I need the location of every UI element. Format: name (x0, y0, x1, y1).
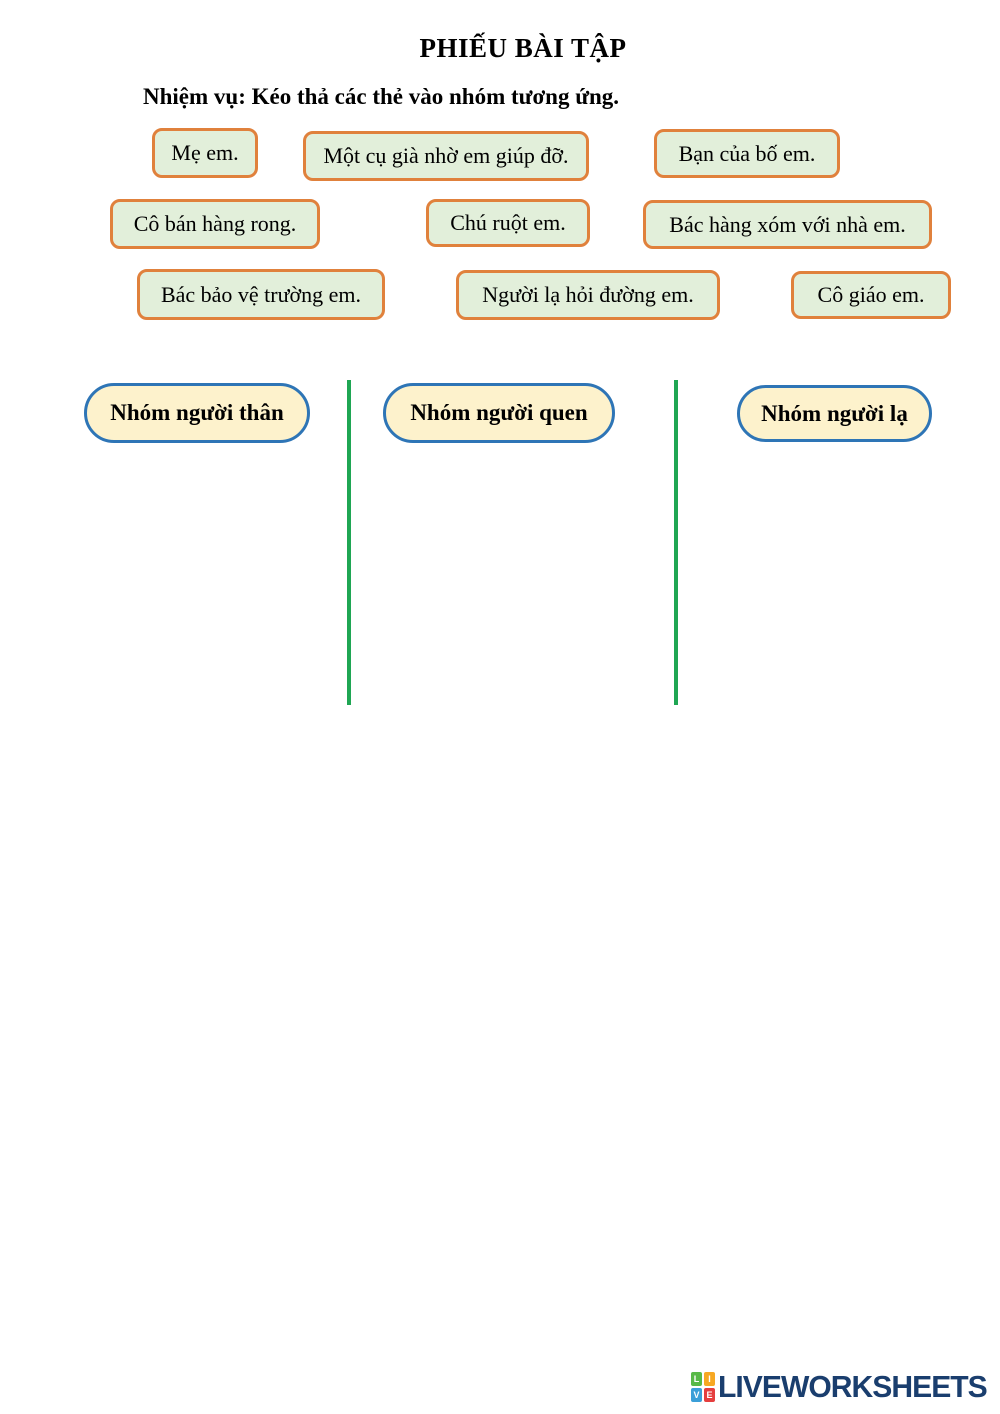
drag-card-mot-cu-gia[interactable]: Một cụ già nhờ em giúp đỡ. (303, 131, 589, 181)
drop-group-nguoi-la[interactable]: Nhóm người lạ (737, 385, 932, 442)
page-title: PHIẾU BÀI TẬP (419, 33, 627, 63)
logo-square-e: E (704, 1388, 715, 1402)
logo-square-l: L (691, 1372, 702, 1386)
drag-card-bac-hang-xom[interactable]: Bác hàng xóm với nhà em. (643, 200, 932, 249)
logo-square-i: I (704, 1372, 715, 1386)
liveworksheets-grid-icon: L I V E (691, 1372, 715, 1402)
drag-card-co-ban-hang-rong[interactable]: Cô bán hàng rong. (110, 199, 320, 249)
task-instruction: Nhiệm vụ: Kéo thả các thẻ vào nhóm tương… (143, 84, 620, 109)
column-divider-left (347, 380, 351, 705)
column-divider-right (674, 380, 678, 705)
drag-card-ban-cua-bo[interactable]: Bạn của bố em. (654, 129, 840, 178)
drag-card-me-em[interactable]: Mẹ em. (152, 128, 258, 178)
drag-card-co-giao[interactable]: Cô giáo em. (791, 271, 951, 319)
drag-card-nguoi-la-hoi-duong[interactable]: Người lạ hỏi đường em. (456, 270, 720, 320)
logo-square-v: V (691, 1388, 702, 1402)
liveworksheets-logo[interactable]: L I V E LIVEWORKSHEETS (691, 1369, 995, 1405)
drop-group-nguoi-quen[interactable]: Nhóm người quen (383, 383, 615, 443)
drag-card-bac-bao-ve[interactable]: Bác bảo vệ trường em. (137, 269, 385, 320)
brand-text: LIVEWORKSHEETS (718, 1369, 988, 1404)
drop-group-nguoi-than[interactable]: Nhóm người thân (84, 383, 310, 443)
drag-card-chu-ruot[interactable]: Chú ruột em. (426, 199, 590, 247)
